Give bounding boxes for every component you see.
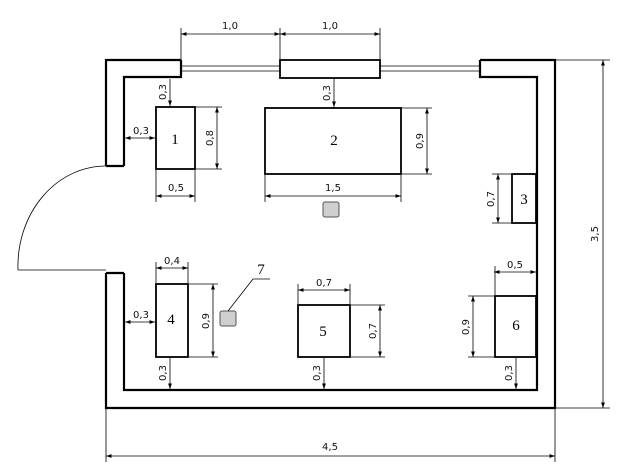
item-2-number: 2 [330, 133, 338, 149]
item-3: 3 0,7 [486, 173, 537, 224]
item-4: 4 0,4 0,3 0,9 0,3 [125, 256, 218, 389]
item-1-left-gap-label: 0,3 [133, 126, 149, 137]
item-1-height-label: 0,8 [205, 130, 216, 146]
windows [181, 65, 480, 72]
dim-windows-top: 1,0 1,0 [180, 21, 381, 60]
item-3-number: 3 [520, 192, 528, 208]
item-5-width-label: 0,7 [316, 278, 332, 289]
item-7-number: 7 [257, 262, 265, 278]
item-4-rect [155, 283, 189, 358]
item-1-width-label: 0,5 [168, 183, 184, 194]
item-6-number: 6 [512, 318, 520, 334]
walls [104, 58, 557, 410]
wall-outer-top-left [104, 58, 181, 166]
door [17, 165, 107, 271]
item-7: 7 [219, 262, 270, 327]
item-5-bottom-gap-label: 0,3 [312, 365, 323, 381]
item-2: 2 0,3 0,9 1,5 [264, 79, 432, 202]
item-4-left-gap-label: 0,3 [133, 310, 149, 321]
item-2-rect [264, 107, 402, 175]
wall-inner-top-left [122, 60, 183, 166]
item-5-rect [297, 304, 351, 358]
item-2-width-label: 1,5 [325, 183, 341, 194]
item-3-height-label: 0,7 [486, 191, 497, 207]
item-4-width-label: 0,4 [164, 256, 180, 267]
wall-inner-right-bottom [122, 60, 539, 392]
item-1-number: 1 [171, 132, 179, 148]
item-6-width-label: 0,5 [507, 260, 523, 271]
item-5: 5 0,7 0,7 0,3 [297, 278, 385, 389]
item-4-number: 4 [167, 312, 175, 328]
item-6: 6 0,5 0,9 0,3 [461, 260, 537, 389]
item-4-height-label: 0,9 [201, 313, 212, 329]
item-1-top-gap-label: 0,3 [158, 84, 169, 100]
item-2-top-gap-label: 0,3 [322, 85, 333, 101]
room-width-label: 4,5 [322, 442, 338, 453]
item-6-height-label: 0,9 [461, 319, 472, 335]
window-2-width-label: 1,0 [322, 21, 338, 32]
item-6-bottom-gap-label: 0,3 [504, 365, 515, 381]
item-4-bottom-gap-label: 0,3 [158, 365, 169, 381]
item-1-rect [155, 106, 196, 170]
item-5-height-label: 0,7 [368, 323, 379, 339]
dim-room: 3,5 4,5 [105, 59, 610, 462]
item-1: 1 0,3 0,3 0,8 0,5 [125, 79, 222, 202]
item-2-height-label: 0,9 [415, 133, 426, 149]
item-7-square [219, 310, 237, 327]
item-3-rect [511, 173, 537, 224]
room-height-label: 3,5 [590, 226, 601, 242]
marker-square-center [322, 201, 340, 218]
wall-pier-between-windows [279, 59, 381, 79]
item-6-rect [494, 295, 537, 358]
item-5-number: 5 [319, 324, 327, 340]
window-1-width-label: 1,0 [222, 21, 238, 32]
